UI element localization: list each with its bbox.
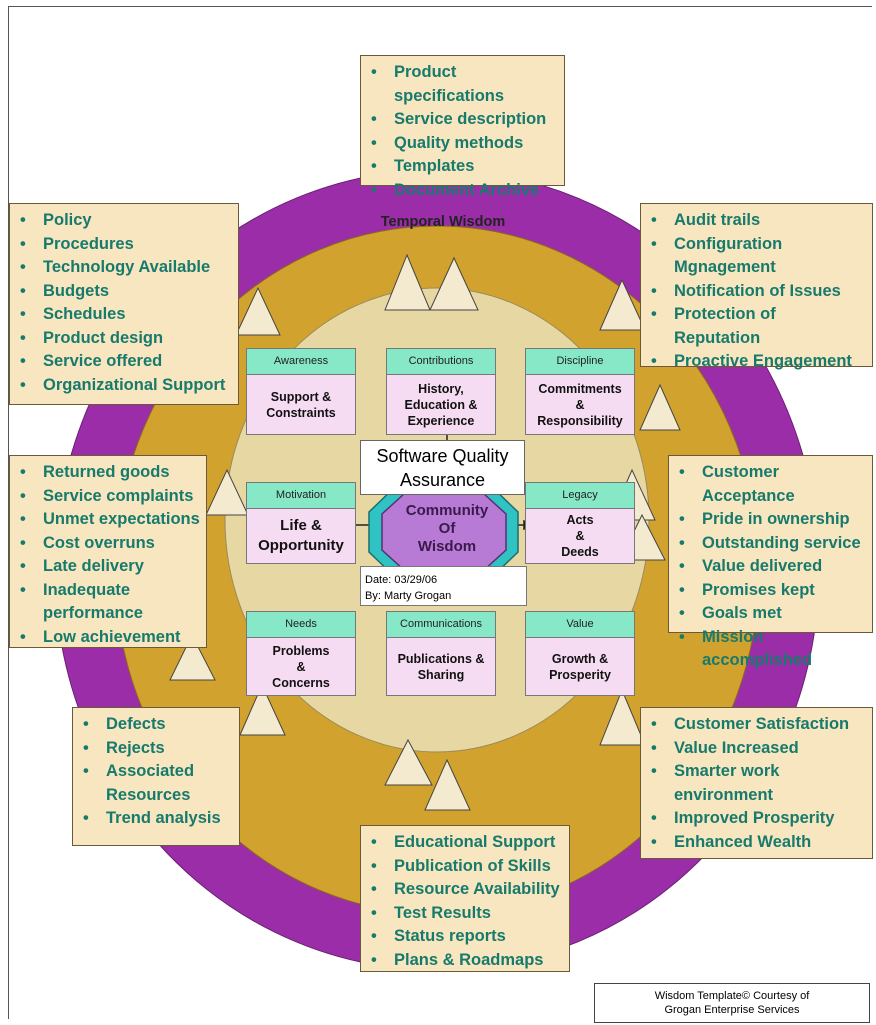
card-value-header: Value [525,611,635,638]
card-awareness-body: Support & Constraints [246,375,356,435]
card-motivation-body: Life & Opportunity [246,509,356,564]
callout-item: Customer Satisfaction [647,713,866,737]
card-discipline-header: Discipline [525,348,635,375]
callout-item: Value delivered [675,555,866,579]
card-awareness-header: Awareness [246,348,356,375]
callout-item: Proactive Engagement [647,350,866,374]
card-contributions: Contributions History, Education & Exper… [386,348,496,435]
callout-item: Notification of Issues [647,280,866,304]
card-legacy-body: Acts & Deeds [525,509,635,564]
callout-item: Customer Acceptance [675,461,866,508]
card-contributions-body: History, Education & Experience [386,375,496,435]
card-needs-body: Problems & Concerns [246,638,356,696]
callout-lower-left-list: DefectsRejectsAssociated ResourcesTrend … [79,713,233,831]
callout-item: Pride in ownership [675,508,866,532]
callout-item: Protection of Reputation [647,303,866,350]
callout-bottom: Educational SupportPublication of Skills… [360,825,570,972]
card-motivation-header: Motivation [246,482,356,509]
callout-item: Test Results [367,902,563,926]
callout-item: Quality methods [367,132,558,156]
callout-item: Resource Availability [367,878,563,902]
callout-item: Mission accomplished [675,626,866,673]
callout-item: Smarter work environment [647,760,866,807]
card-contributions-header: Contributions [386,348,496,375]
callout-item: Associated Resources [79,760,233,807]
card-needs-header: Needs [246,611,356,638]
hourglass-decorations [169,253,681,811]
callout-upper-right: Audit trailsConfiguration MgnagementNoti… [640,203,873,373]
callout-item: Schedules [16,303,232,327]
callout-item: Unmet expectations [16,508,200,532]
callout-item: Budgets [16,280,232,304]
card-needs: Needs Problems & Concerns [246,611,356,696]
author-line: By: Marty Grogan [365,590,452,602]
callout-item: Technology Available [16,256,232,280]
card-communications: Communications Publications & Sharing [386,611,496,696]
callout-upper-right-list: Audit trailsConfiguration MgnagementNoti… [647,209,866,374]
callout-item: Improved Prosperity [647,807,866,831]
card-discipline-body: Commitments & Responsibility [525,375,635,435]
callout-item: Procedures [16,233,232,257]
callout-item: Organizational Support [16,374,232,398]
callout-item: Service description [367,108,558,132]
callout-item: Configuration Mgnagement [647,233,866,280]
callout-item: Status reports [367,925,563,949]
callout-item: Publication of Skills [367,855,563,879]
card-value: Value Growth & Prosperity [525,611,635,696]
callout-lower-right: Customer SatisfactionValue IncreasedSmar… [640,707,873,859]
callout-item: Inadequate performance [16,579,200,626]
callout-upper-left-list: PolicyProceduresTechnology AvailableBudg… [16,209,232,397]
callout-upper-left: PolicyProceduresTechnology AvailableBudg… [9,203,239,405]
callout-item: Policy [16,209,232,233]
credit-box: Wisdom Template© Courtesy of Grogan Ente… [594,983,870,1023]
temporal-wisdom-label: Temporal Wisdom [380,214,506,230]
callout-item: Defects [79,713,233,737]
card-value-body: Growth & Prosperity [525,638,635,696]
diagram-frame [8,6,872,1019]
callout-item: Educational Support [367,831,563,855]
sqa-title-box: Software Quality Assurance [360,440,525,495]
callout-item: Enhanced Wealth [647,831,866,855]
card-communications-body: Publications & Sharing [386,638,496,696]
card-awareness: Awareness Support & Constraints [246,348,356,435]
callout-item: Promises kept [675,579,866,603]
callout-lower-right-list: Customer SatisfactionValue IncreasedSmar… [647,713,866,854]
callout-item: Returned goods [16,461,200,485]
callout-item: Outstanding service [675,532,866,556]
callout-item: Plans & Roadmaps [367,949,563,973]
callout-lower-left: DefectsRejectsAssociated ResourcesTrend … [72,707,240,846]
card-legacy: Legacy Acts & Deeds [525,482,635,564]
callout-item: Service complaints [16,485,200,509]
callout-item: Low achievement [16,626,200,650]
callout-top-list: Product specificationsService descriptio… [367,61,558,202]
callout-item: Late delivery [16,555,200,579]
callout-mid-left: Returned goodsService complaintsUnmet ex… [9,455,207,649]
callout-top: Product specificationsService descriptio… [360,55,565,202]
card-communications-header: Communications [386,611,496,638]
community-of-wisdom-label: Community Of Wisdom [405,502,489,555]
card-discipline: Discipline Commitments & Responsibility [525,348,635,435]
callout-bottom-list: Educational SupportPublication of Skills… [367,831,563,972]
callout-item: Service offered [16,350,232,374]
callout-mid-right-list: Customer AcceptancePride in ownershipOut… [675,461,866,673]
callout-mid-left-list: Returned goodsService complaintsUnmet ex… [16,461,200,649]
callout-item: Value Increased [647,737,866,761]
callout-item: Rejects [79,737,233,761]
callout-item: Goals met [675,602,866,626]
callout-item: Audit trails [647,209,866,233]
callout-item: Trend analysis [79,807,233,831]
callout-item: Document Archive [367,179,558,203]
callout-item: Product specifications [367,61,558,108]
card-motivation: Motivation Life & Opportunity [246,482,356,564]
card-legacy-header: Legacy [525,482,635,509]
callout-item: Product design [16,327,232,351]
callout-item: Cost overruns [16,532,200,556]
date-author-box: Date: 03/29/06 By: Marty Grogan [360,566,527,606]
callout-item: Templates [367,155,558,179]
date-line: Date: 03/29/06 [365,574,438,586]
callout-mid-right: Customer AcceptancePride in ownershipOut… [668,455,873,669]
